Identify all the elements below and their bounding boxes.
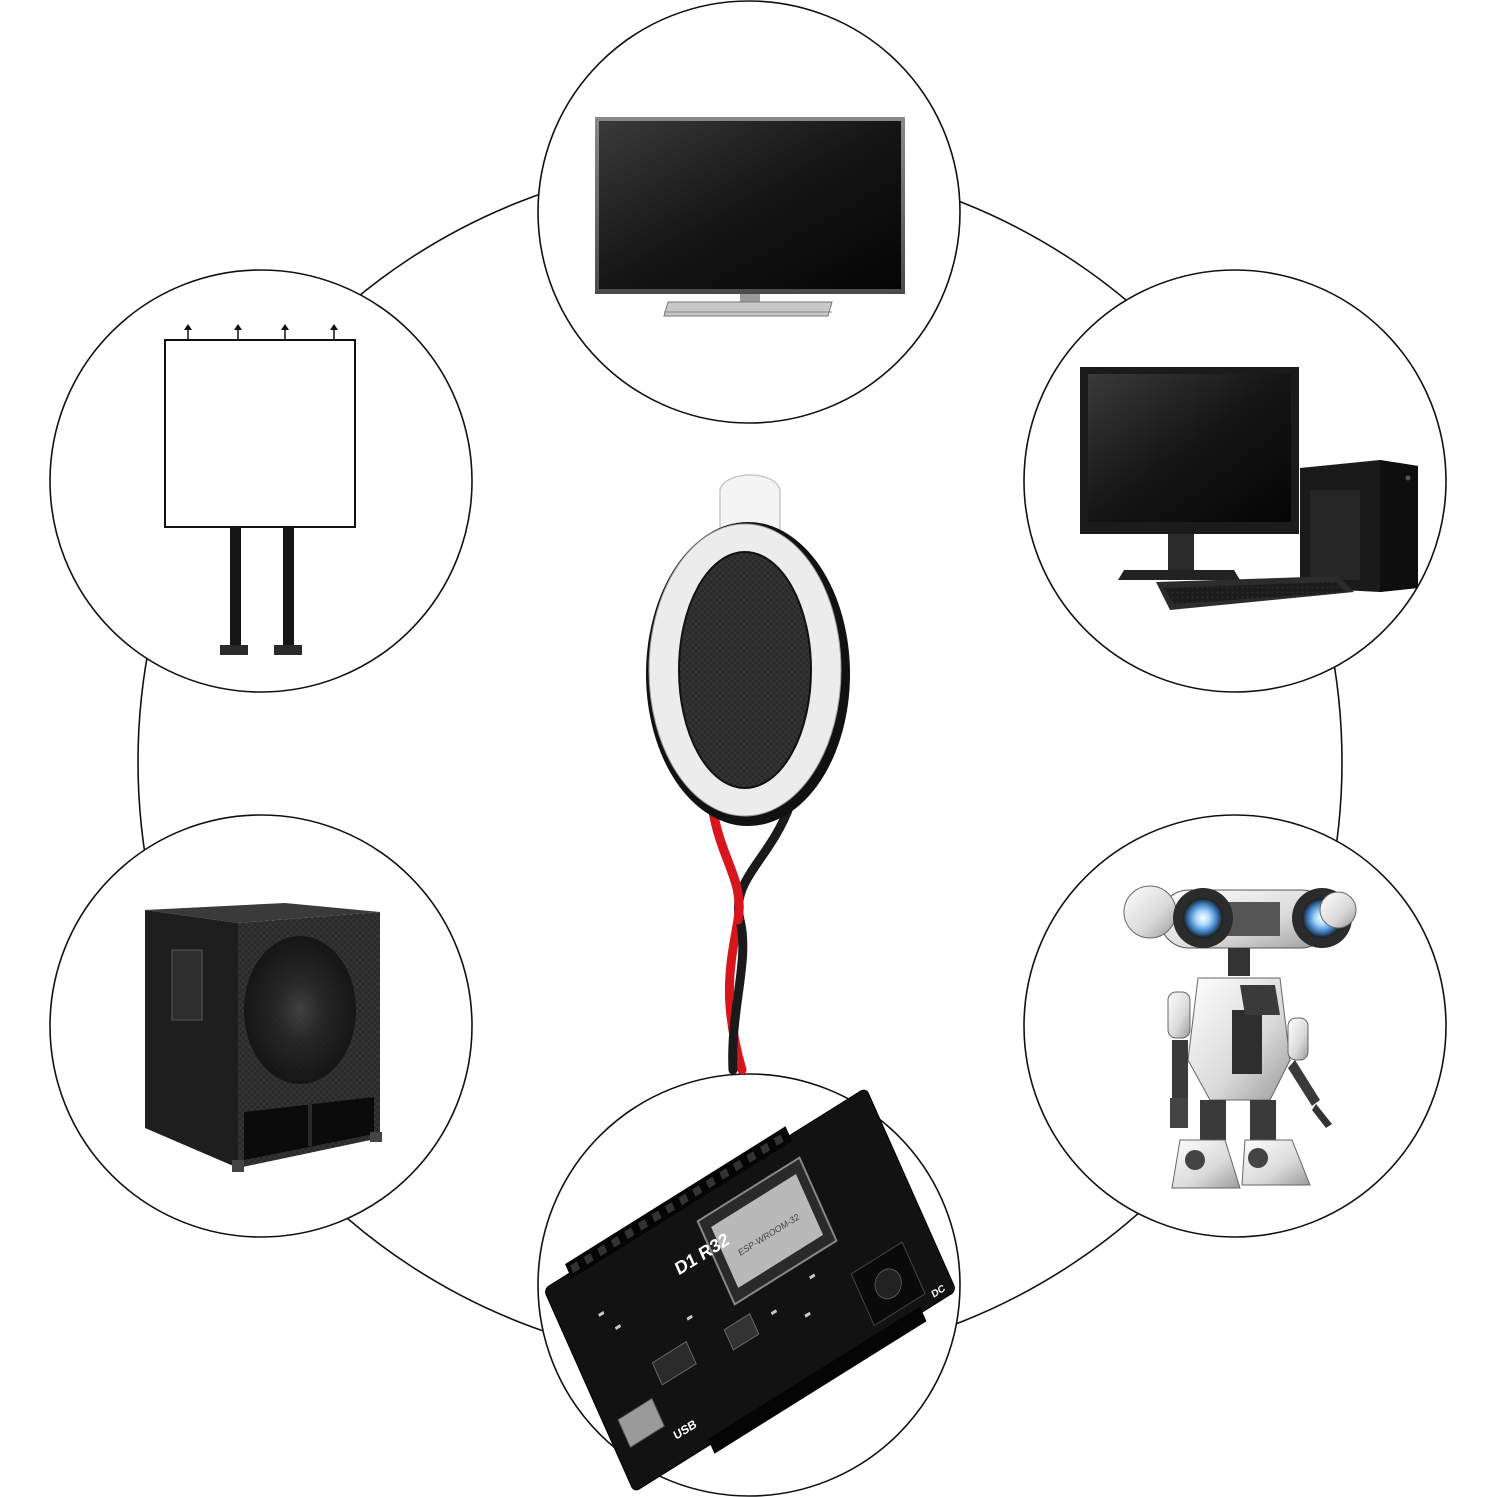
- desktop-computer-icon: [1023, 269, 1447, 693]
- mini-speaker: [646, 474, 850, 1075]
- subwoofer-icon: [49, 814, 473, 1238]
- billboard-icon: [49, 269, 473, 693]
- robot-icon: [1023, 814, 1447, 1238]
- tv-icon: [537, 0, 961, 424]
- dev-board-icon: ESP-WROOM-32 D1 R32 USB DC: [537, 1073, 961, 1497]
